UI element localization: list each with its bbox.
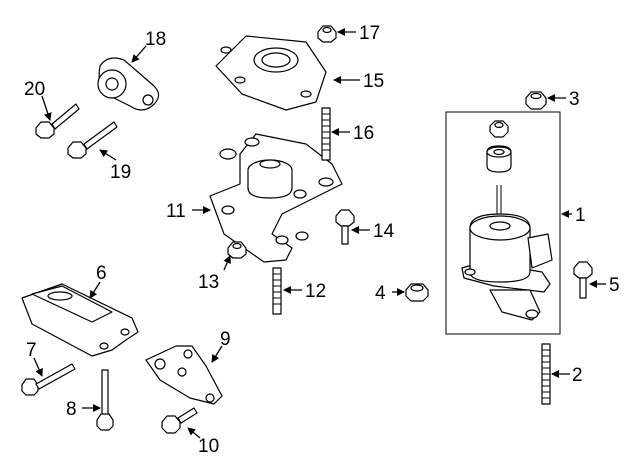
part-11-bracket xyxy=(209,133,343,263)
callout-11: 11 xyxy=(166,201,186,222)
part-16-stud xyxy=(321,107,331,161)
part-9-bracket xyxy=(145,345,223,405)
callout-8: 8 xyxy=(66,399,77,420)
callout-6: 6 xyxy=(96,263,107,284)
part-1-nut xyxy=(489,120,509,138)
callout-9: 9 xyxy=(220,329,231,350)
part-7-bolt xyxy=(21,363,76,396)
arrowhead-icon xyxy=(41,95,52,121)
callout-12: 12 xyxy=(305,281,326,302)
part-1-mount-body xyxy=(461,213,553,321)
callout-19: 19 xyxy=(110,162,131,183)
part-1-bushing xyxy=(486,145,512,173)
part-17-nut xyxy=(317,25,337,43)
arrowhead-icon xyxy=(99,149,117,161)
callout-4: 4 xyxy=(375,283,386,304)
callout-10: 10 xyxy=(198,436,219,457)
callout-15: 15 xyxy=(363,71,384,92)
arrowhead-icon xyxy=(89,281,101,299)
part-18-bushing xyxy=(97,57,160,111)
assembly-box xyxy=(445,111,561,335)
callout-20: 20 xyxy=(24,79,45,100)
arrowhead-icon xyxy=(33,357,43,377)
arrowhead-icon xyxy=(223,255,231,271)
part-5-bolt xyxy=(573,261,593,299)
callout-5: 5 xyxy=(609,275,620,296)
arrowhead-icon xyxy=(187,427,201,439)
part-6-bracket xyxy=(21,283,139,357)
callout-17: 17 xyxy=(359,23,380,44)
arrowhead-icon xyxy=(211,345,223,363)
callout-14: 14 xyxy=(373,221,395,242)
callout-3: 3 xyxy=(569,89,580,110)
part-14-bolt xyxy=(335,209,355,245)
part-13-nut xyxy=(227,241,247,259)
callout-1: 1 xyxy=(575,205,586,226)
part-15-bracket xyxy=(215,35,327,111)
part-10-bolt xyxy=(161,407,198,434)
part-3-nut xyxy=(525,91,547,110)
arrowhead-icon xyxy=(131,45,147,63)
leader-lines xyxy=(33,28,606,439)
part-20-bolt xyxy=(35,103,80,139)
part-8-bolt xyxy=(96,369,114,431)
callout-2: 2 xyxy=(572,365,583,386)
callout-18: 18 xyxy=(145,29,166,50)
callout-16: 16 xyxy=(353,123,374,144)
callout-13: 13 xyxy=(198,272,219,293)
part-2-stud xyxy=(541,343,551,405)
part-19-bolt xyxy=(67,121,118,159)
part-4-nut xyxy=(405,283,429,302)
part-1-engine-mount-group xyxy=(445,111,561,335)
part-12-stud xyxy=(272,267,282,315)
callout-labels: 1 2 3 4 5 6 7 8 9 10 11 12 13 14 15 16 1… xyxy=(24,23,620,457)
callout-7: 7 xyxy=(26,340,37,361)
